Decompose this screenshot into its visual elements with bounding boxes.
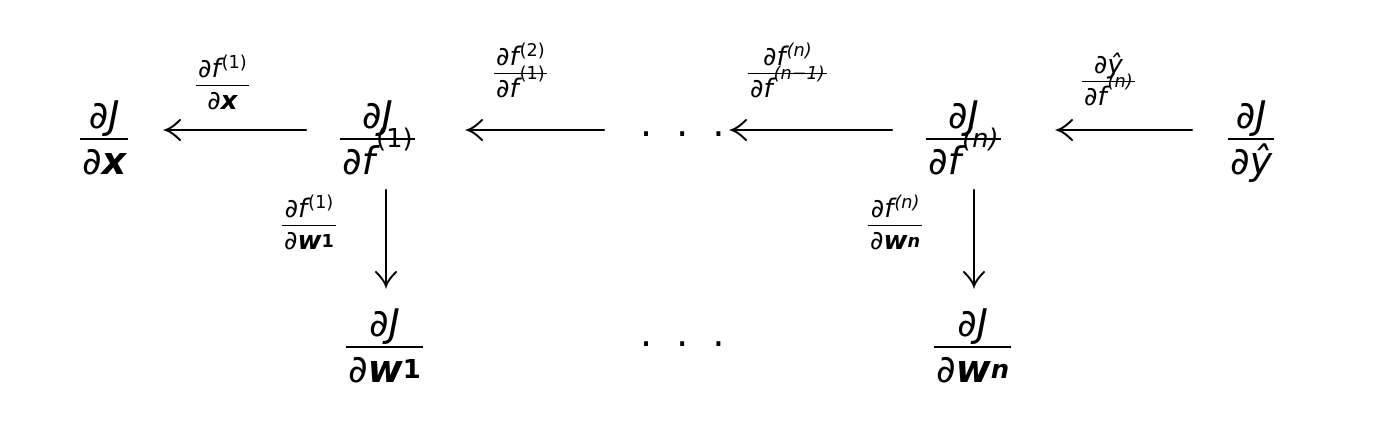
partial-symbol: ∂ (870, 226, 884, 257)
subscript: 1 (402, 355, 421, 386)
partial-symbol: ∂ (1084, 82, 1098, 113)
superscript: (1) (221, 52, 247, 73)
numerator-var: f (884, 194, 894, 224)
arrow-dyhat-to-dfn (1054, 119, 1193, 141)
edge-label-dyhat-dfn: ∂ŷ ∂f(n) (1082, 50, 1135, 113)
node-dJ-dyhat: ∂J ∂ŷ (1228, 93, 1275, 183)
edge-label-df1-dx: ∂f(1) ∂x (196, 52, 249, 117)
arrow-df1-to-dw1 (375, 189, 397, 290)
fraction-bar (934, 345, 1012, 348)
arrow-dfn-to-dots (728, 119, 893, 141)
subscript: n (990, 355, 1010, 386)
subscript: n (907, 232, 921, 253)
numerator-var: f (298, 194, 308, 224)
fraction-bar (340, 137, 415, 140)
arrow-df1-to-dx (162, 119, 307, 141)
numerator: ∂J (88, 93, 120, 137)
partial-symbol: ∂ (284, 226, 298, 257)
fraction-bar (926, 137, 1001, 140)
partial-symbol: ∂ (82, 138, 102, 183)
denominator-var: x (220, 86, 238, 117)
partial-symbol: ∂ (496, 42, 510, 72)
partial-symbol: ∂ (496, 74, 510, 105)
arrow-dfn-to-dwn (963, 189, 985, 290)
denominator-var: w (297, 226, 322, 257)
partial-symbol: ∂ (348, 346, 368, 391)
partial-symbol: ∂ (870, 194, 885, 224)
fraction-bar (1082, 81, 1135, 83)
denominator-var: ŷ (1249, 138, 1273, 183)
numerator: ∂J (1235, 93, 1267, 137)
superscript: (n) (962, 123, 999, 154)
partial-symbol: ∂ (936, 346, 956, 391)
denominator-var: f (763, 74, 773, 105)
superscript: (n) (894, 192, 920, 213)
numerator-var: f (509, 42, 519, 72)
numerator-var: ŷ (1107, 50, 1123, 80)
denominator-var: x (101, 138, 127, 183)
numerator: ∂J (947, 93, 979, 137)
fraction-bar (1228, 137, 1275, 140)
partial-symbol: ∂ (342, 138, 362, 183)
partial-symbol: ∂ (750, 74, 764, 105)
denominator-var: f (361, 138, 376, 183)
partial-symbol: ∂ (763, 42, 777, 72)
superscript: (n) (1107, 72, 1133, 93)
node-dJ-dfn: ∂J ∂f(n) (926, 93, 1001, 183)
ellipsis-bottom: · · · (640, 322, 731, 366)
fraction-bar (346, 345, 423, 348)
numerator: ∂J (361, 93, 393, 137)
fraction-bar (494, 73, 547, 75)
fraction-bar (196, 85, 249, 87)
edge-label-df2-df1: ∂f(2) ∂f(1) (494, 40, 547, 105)
denominator-var: f (947, 138, 962, 183)
denominator-var: w (883, 226, 908, 257)
partial-symbol: ∂ (284, 194, 299, 224)
partial-symbol: ∂ (1093, 50, 1108, 80)
numerator-var: f (211, 54, 221, 84)
superscript: (1) (308, 192, 334, 213)
node-dJ-dx: ∂J ∂x (80, 93, 129, 183)
denominator-var: f (1097, 82, 1107, 113)
partial-symbol: ∂ (928, 138, 948, 183)
fraction-bar (80, 137, 129, 140)
arrow-df2-to-df1 (464, 119, 605, 141)
numerator-var: f (776, 42, 786, 72)
numerator: ∂J (368, 301, 400, 345)
fraction-bar (748, 73, 827, 75)
node-dJ-df1: ∂J ∂f(1) (340, 93, 415, 183)
superscript: (n) (786, 40, 812, 61)
edge-label-dfn-dfn1: ∂f(n) ∂f(n−1) (748, 40, 827, 105)
fraction-bar (282, 225, 336, 227)
denominator-var: w (367, 346, 403, 391)
superscript: (n−1) (773, 64, 825, 85)
denominator-var: w (955, 346, 991, 391)
partial-symbol: ∂ (1230, 138, 1250, 183)
ellipsis-top: · · · (640, 112, 731, 156)
partial-symbol: ∂ (198, 54, 212, 84)
superscript: (2) (519, 40, 545, 61)
partial-symbol: ∂ (207, 86, 221, 117)
superscript: (1) (376, 123, 413, 154)
numerator: ∂J (957, 301, 988, 345)
subscript: 1 (321, 232, 334, 253)
superscript: (1) (519, 64, 545, 85)
denominator-var: f (509, 74, 519, 105)
fraction-bar (868, 225, 923, 227)
